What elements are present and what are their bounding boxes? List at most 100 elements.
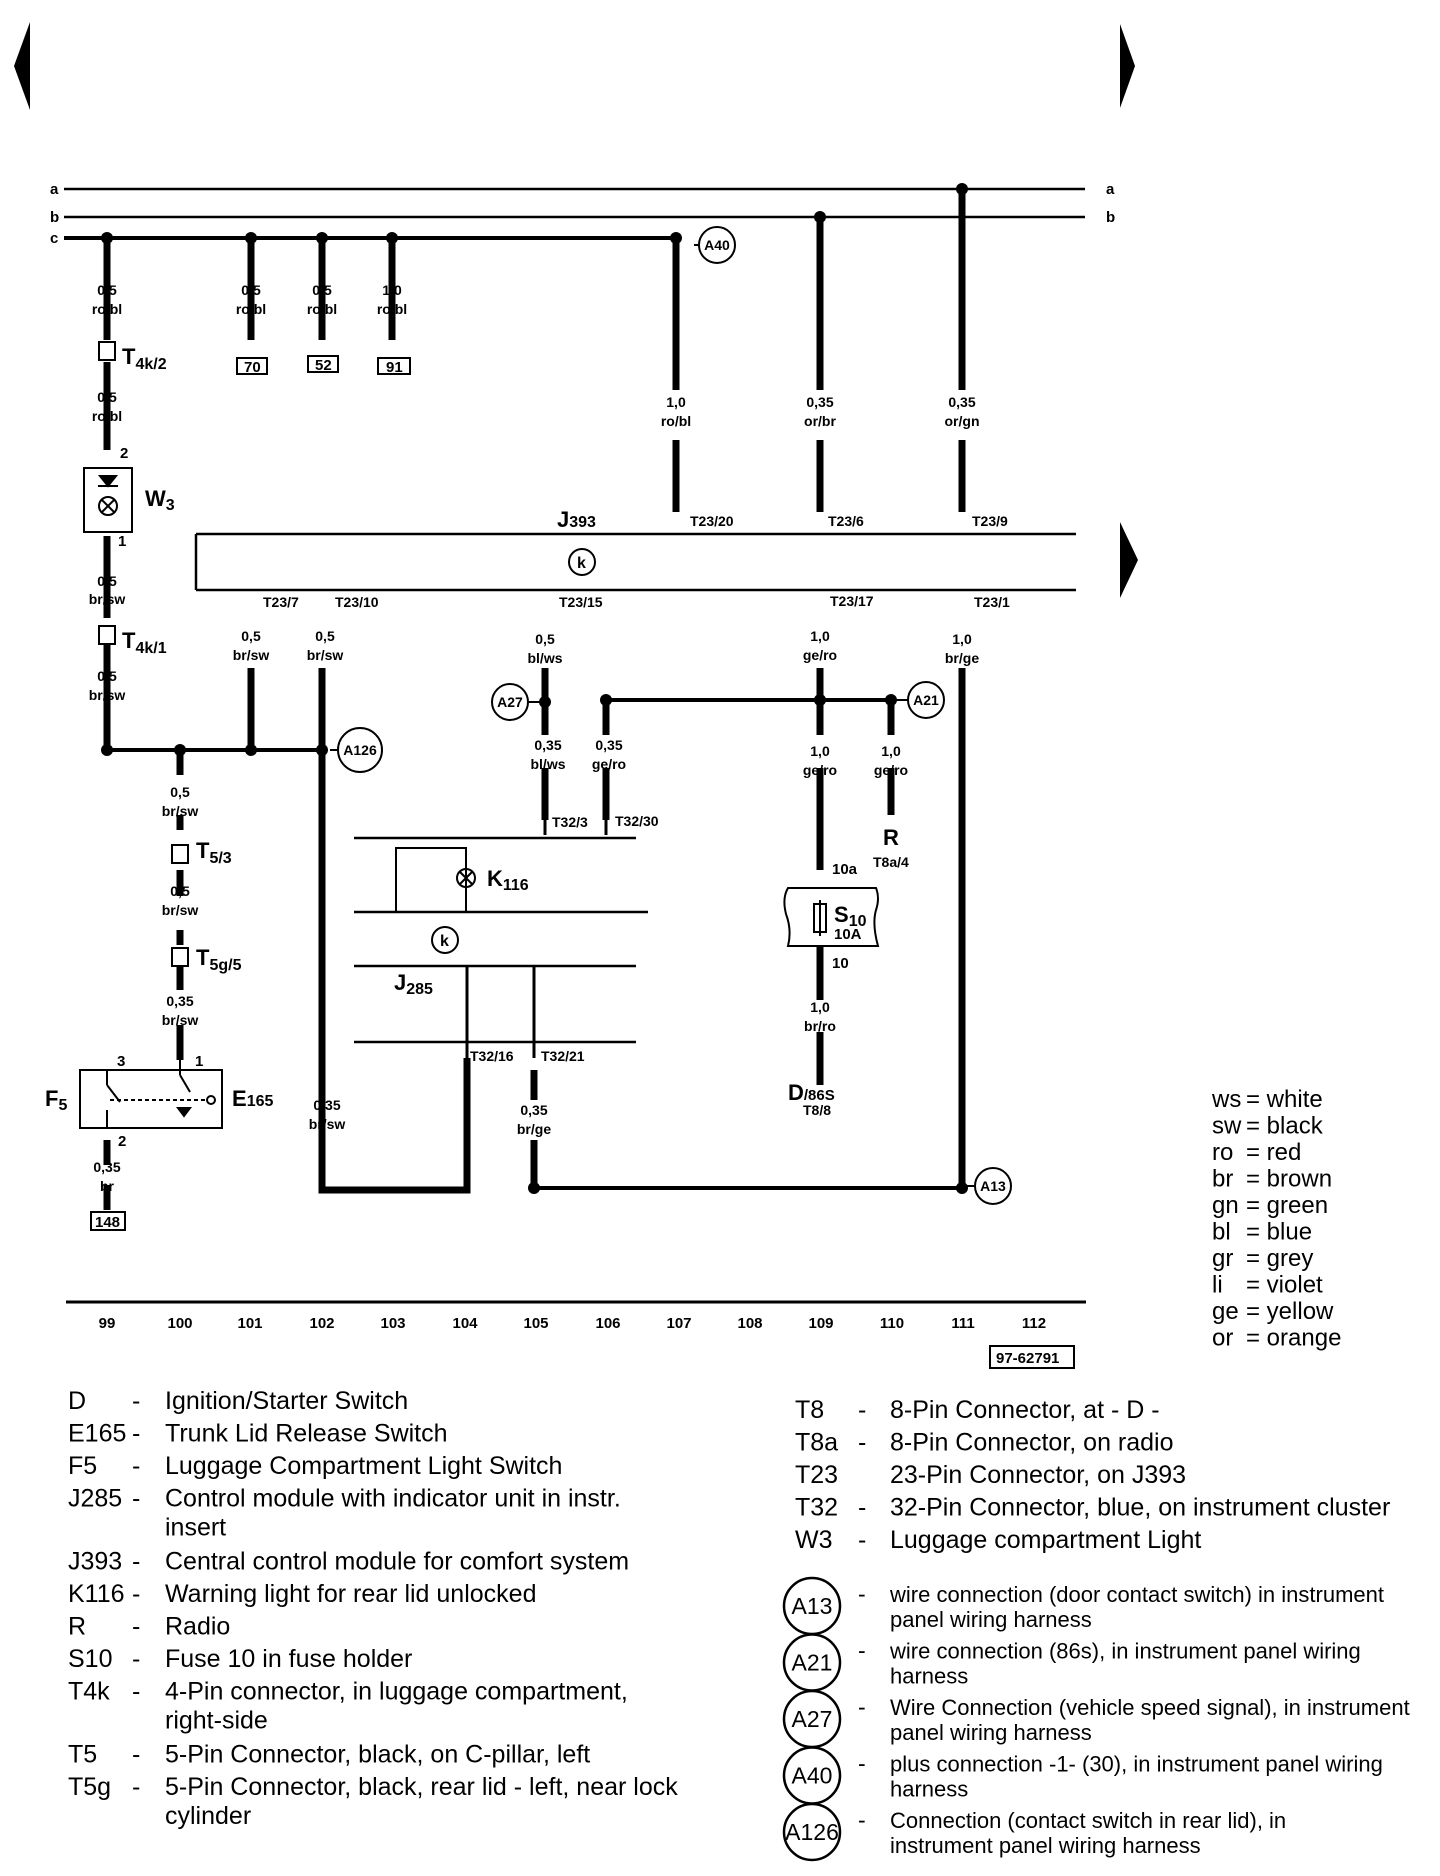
legend-dash: -: [858, 1807, 866, 1833]
legend-code: T32: [795, 1494, 838, 1522]
wire-110a-color: ge/ro: [874, 762, 908, 778]
continue-arrow-icon[interactable]: [1120, 522, 1138, 598]
wire-101b-color: br/sw: [233, 647, 270, 663]
legend-text: cylinder: [165, 1802, 251, 1830]
pin-10a: 10a: [832, 861, 858, 878]
legend-right: T8-8-Pin Connector, at - D -T8a-8-Pin Co…: [795, 1396, 1390, 1554]
wire-100c-color: br/sw: [162, 1012, 199, 1028]
legend-circle-code: A21: [792, 1650, 833, 1676]
wire-109d-size: 1,0: [810, 999, 830, 1015]
d-label: D/86S: [788, 1080, 835, 1105]
ref-box-70[interactable]: [236, 357, 268, 375]
legend-code: J393: [68, 1548, 122, 1576]
wire-105c-size: 0,35: [520, 1102, 547, 1118]
bus-label-c: c: [50, 230, 58, 247]
wire-100b-color: br/sw: [162, 902, 199, 918]
wire-105c-color: br/ge: [517, 1121, 551, 1137]
wire-100a-size: 0,5: [170, 784, 190, 800]
ref-box-91[interactable]: [377, 357, 411, 375]
wire-105a-color: bl/ws: [527, 650, 562, 666]
legend-text: 8-Pin Connector, on radio: [890, 1429, 1174, 1457]
wire-99d-color: br/sw: [89, 687, 126, 703]
color-name: = black: [1246, 1113, 1324, 1140]
legend-dash: -: [858, 1494, 866, 1522]
legend-dash: -: [858, 1638, 866, 1664]
drawing-number: 97-62791: [996, 1350, 1059, 1367]
j285-module[interactable]: [354, 836, 648, 1044]
legend-text: Wire Connection (vehicle speed signal), …: [890, 1695, 1410, 1720]
switch-pin-1: 1: [195, 1053, 203, 1070]
switch-contacts-icon: [106, 1060, 216, 1128]
j393-outline: [194, 532, 1076, 592]
pin-t237: T23/7: [263, 594, 299, 610]
legend-text: 5-Pin Connector, black, rear lid - left,…: [165, 1773, 678, 1801]
pin-10: 10: [832, 955, 849, 972]
wire-99b-size: 0,5: [97, 389, 117, 405]
legend-code: K116: [68, 1580, 125, 1608]
ref-52-label: 52: [315, 357, 332, 374]
legend-text: Fuse 10 in fuse holder: [165, 1645, 412, 1673]
legend-dash: -: [132, 1387, 140, 1415]
legend-dash: -: [132, 1420, 140, 1448]
f5-label: F5: [45, 1086, 67, 1114]
wire-thin-links: [465, 820, 608, 1058]
ref-box-148[interactable]: [90, 1211, 126, 1231]
circle-a40: A40: [704, 237, 730, 253]
legend-text: wire connection (86s), in instrument pan…: [889, 1639, 1361, 1664]
wire-100b-size: 0,5: [170, 883, 190, 899]
bus-label-a: a: [50, 181, 59, 198]
pin-t231: T23/1: [974, 594, 1010, 610]
wire-109c-size: 1,0: [810, 743, 830, 759]
track-112: 112: [1022, 1315, 1046, 1332]
legend-text: wire connection (door contact switch) in…: [889, 1582, 1384, 1607]
circle-a126: A126: [343, 742, 377, 758]
f5-e165-switch[interactable]: [79, 1069, 223, 1129]
bus-label-b: b: [50, 209, 59, 226]
pin-t88: T8/8: [803, 1102, 831, 1118]
track-101: 101: [237, 1315, 262, 1332]
legend-text: Connection (contact switch in rear lid),…: [890, 1808, 1286, 1833]
track-108: 108: [737, 1315, 762, 1332]
prev-page-arrow-icon[interactable]: [14, 22, 30, 110]
color-name: = blue: [1246, 1219, 1312, 1246]
legend-dash: -: [858, 1396, 866, 1424]
ref-box-52[interactable]: [307, 355, 339, 373]
color-name: = violet: [1246, 1272, 1323, 1299]
legend-code: F5: [68, 1452, 97, 1480]
s10-label: S10: [834, 902, 867, 930]
legend-code: R: [68, 1613, 86, 1641]
wire-106a-color: ge/ro: [592, 756, 626, 772]
legend-circle-code: A27: [792, 1706, 833, 1732]
legend-text: panel wiring harness: [890, 1720, 1092, 1745]
track-numbers: 99 100 101 102 103 104 105 106 107 108 1…: [99, 1315, 1046, 1332]
wire-102a-size: 0,5: [312, 282, 332, 298]
j393-label: J393: [557, 507, 596, 532]
legend-dash: -: [858, 1581, 866, 1607]
j393-module[interactable]: [196, 534, 1076, 590]
legend-text: 23-Pin Connector, on J393: [890, 1461, 1186, 1489]
color-code: ge: [1212, 1298, 1239, 1325]
wire-109c-color: ge/ro: [803, 762, 837, 778]
pin-t236: T23/6: [828, 513, 864, 529]
legend-code: T8: [795, 1396, 824, 1424]
color-code: ro: [1212, 1139, 1233, 1166]
legend-circle-icon: [782, 1802, 842, 1862]
legend-code: S10: [68, 1645, 112, 1673]
j393-k-symbol: k: [577, 555, 586, 572]
j393-k-symbol-icon: [568, 548, 596, 576]
pin-t3230: T32/30: [615, 813, 659, 829]
legend-code: T5: [68, 1741, 97, 1769]
color-name: = white: [1246, 1086, 1323, 1113]
wire-99d-size: 0,5: [97, 668, 117, 684]
track-103: 103: [380, 1315, 405, 1332]
legend-code: T4k: [68, 1678, 110, 1706]
connection-circle-labels: A40 A27 A21 A126 A13: [343, 237, 1006, 1194]
color-name: = red: [1246, 1139, 1301, 1166]
circle-a27: A27: [497, 694, 523, 710]
connector-t53: T5/3: [196, 838, 232, 867]
legend-text: right-side: [165, 1707, 268, 1735]
wire-99b-color: ro/bl: [92, 408, 122, 424]
wire-109b-size: 1,0: [810, 628, 830, 644]
next-page-arrow-icon[interactable]: [1120, 24, 1135, 108]
